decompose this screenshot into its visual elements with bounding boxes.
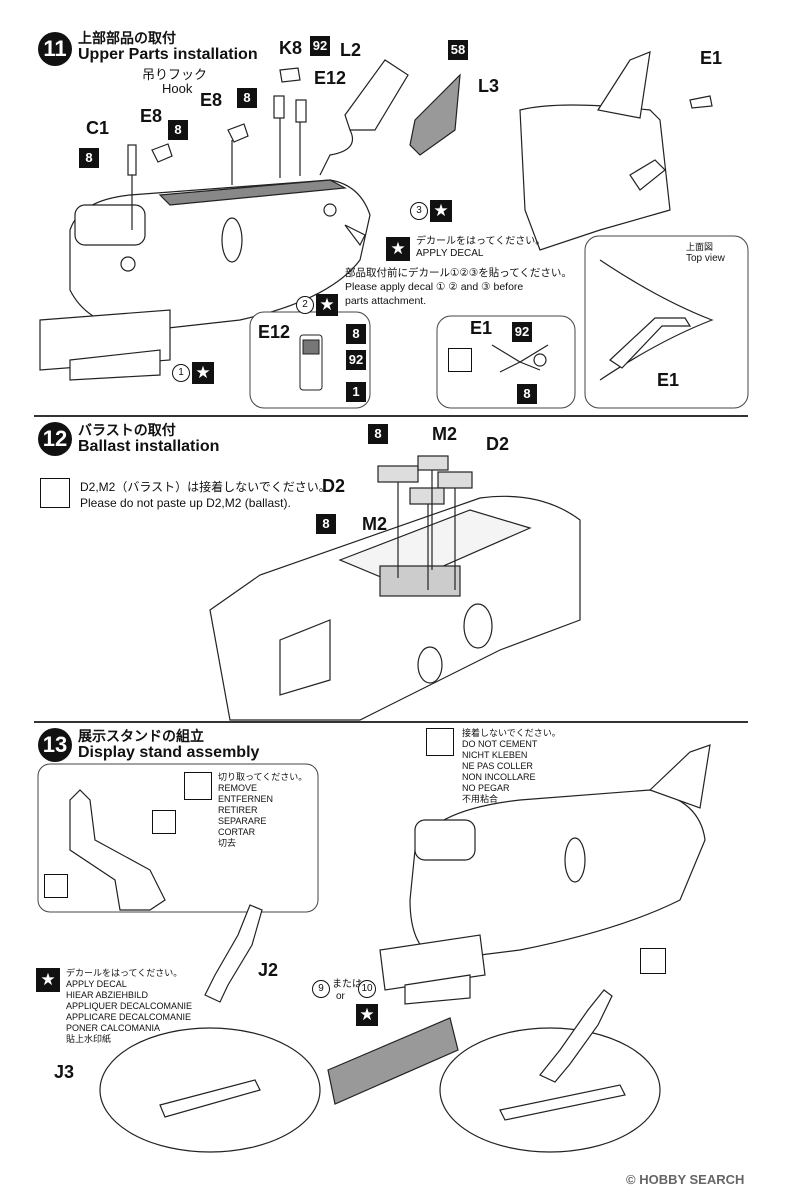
paint-number-e12-b: 92 [346,350,366,370]
paint-number-c1: 8 [79,148,99,168]
decal-choice-9: 9 [312,980,330,998]
part-label-j2: J2 [258,960,279,980]
decal-note-en: APPLY DECAL [416,248,484,259]
apply-before-en: Please apply decal ① ② and ③ before part… [345,281,524,307]
hook-label-jp: 吊りフック [142,67,208,82]
hook-label-en: Hook [162,81,193,96]
paint-number-e8-hook: 8 [237,88,257,108]
ballast-warning-jp: D2,M2（バラスト）は接着しないでください。 [80,480,331,494]
no-cement-icon [426,728,454,756]
upper-parts-drawing [127,59,461,230]
paint-number-k8: 92 [310,36,330,56]
part-label-l2: L2 [340,40,362,60]
part-label-e1-topview: E1 [657,370,680,390]
paint-number-e8: 8 [168,120,188,140]
decal-circle-1: 1 [172,364,190,382]
paint-number-ballast: 8 [368,424,388,444]
watermark: © HOBBY SEARCH [626,1172,745,1187]
remove-note: 切り取ってください。 REMOVE ENTFERNEN RETIRER SEPA… [218,772,308,848]
paint-number-e1-b: 8 [517,384,537,404]
part-label-l3: L3 [478,76,500,96]
decal-circle-3: 3 [410,202,428,220]
step-title-jp: バラストの取付 [78,422,176,438]
top-view-en: Top view [686,253,725,264]
paint-number-l3: 58 [448,40,468,60]
assembled-submarine-drawing [379,744,711,1005]
paint-number-e12-a: 8 [346,324,366,344]
step-number: 11 [38,32,72,66]
step-title-en: Upper Parts installation [78,46,258,63]
submarine-body-drawing [39,179,371,381]
decal-circle-2: 2 [296,296,314,314]
ballast-warning-en: Please do not paste up D2,M2 (ballast). [80,496,291,510]
part-label-j3: J3 [54,1062,75,1082]
step-number: 12 [38,422,72,456]
part-label-e8: E8 [140,106,163,126]
apply-decal-star-icon: ★ [36,968,60,992]
part-label-e1-detail: E1 [470,318,493,338]
part-label-d2: D2 [486,434,510,454]
cut-remove-icon [184,772,212,800]
apply-decal-star-icon: ★ [386,237,410,261]
paint-number-e1-a: 92 [512,322,532,342]
part-label-e12-detail: E12 [258,322,291,342]
brush-paint-icon [448,348,472,372]
part-label-m2: M2 [432,424,458,444]
decal-star-icon: ★ [316,294,338,316]
step-title-jp: 展示スタンドの組立 [78,728,204,744]
apply-before-jp: 部品取付前にデカール①②③を貼ってください。 [345,267,572,279]
part-label-d2-left: D2 [322,476,346,496]
part-label-e8-hook: E8 [200,90,223,110]
decal-choice-jp: または [332,979,362,990]
part-label-e12: E12 [314,68,347,88]
decal-star-icon: ★ [192,362,214,384]
decal-note-jp: デカールをはってください。 [416,236,546,247]
submarine-rear-drawing [519,51,713,251]
decal-note-multilang: デカールをはってください。 APPLY DECAL HIEAR ABZIEHBI… [66,968,193,1044]
paint-number-e12-c: 1 [346,382,366,402]
no-cement-note: 接着しないでください。 DO NOT CEMENT NICHT KLEBEN N… [462,728,561,804]
step-title-jp: 上部部品の取付 [78,30,176,46]
stand-sprue-drawing [69,789,166,911]
decal-star-icon: ★ [356,1004,378,1026]
decal-choice-or: or [336,991,345,1002]
part-label-c1: C1 [86,118,110,138]
no-cement-icon [40,478,70,508]
e12-detail-drawing [299,334,323,391]
stand-parts-drawing [99,904,661,1153]
step-number: 13 [38,728,72,762]
cut-remove-icon [44,874,68,898]
decal-choice-10: 10 [358,980,376,998]
step-title-en: Ballast installation [78,438,220,455]
ballast-hull-drawing [209,455,581,721]
cut-remove-icon [152,810,176,834]
e1-detail-drawing [491,344,549,373]
decal-star-icon: ★ [430,200,452,222]
paint-number-m2: 8 [316,514,336,534]
part-label-k8: K8 [279,38,303,58]
part-label-m2-lower: M2 [362,514,388,534]
step-title-en: Display stand assembly [78,744,260,761]
part-label-e1: E1 [700,48,723,68]
no-cement-icon [640,948,666,974]
top-view-drawing [599,259,714,381]
top-view-jp: 上面図 [686,242,714,252]
